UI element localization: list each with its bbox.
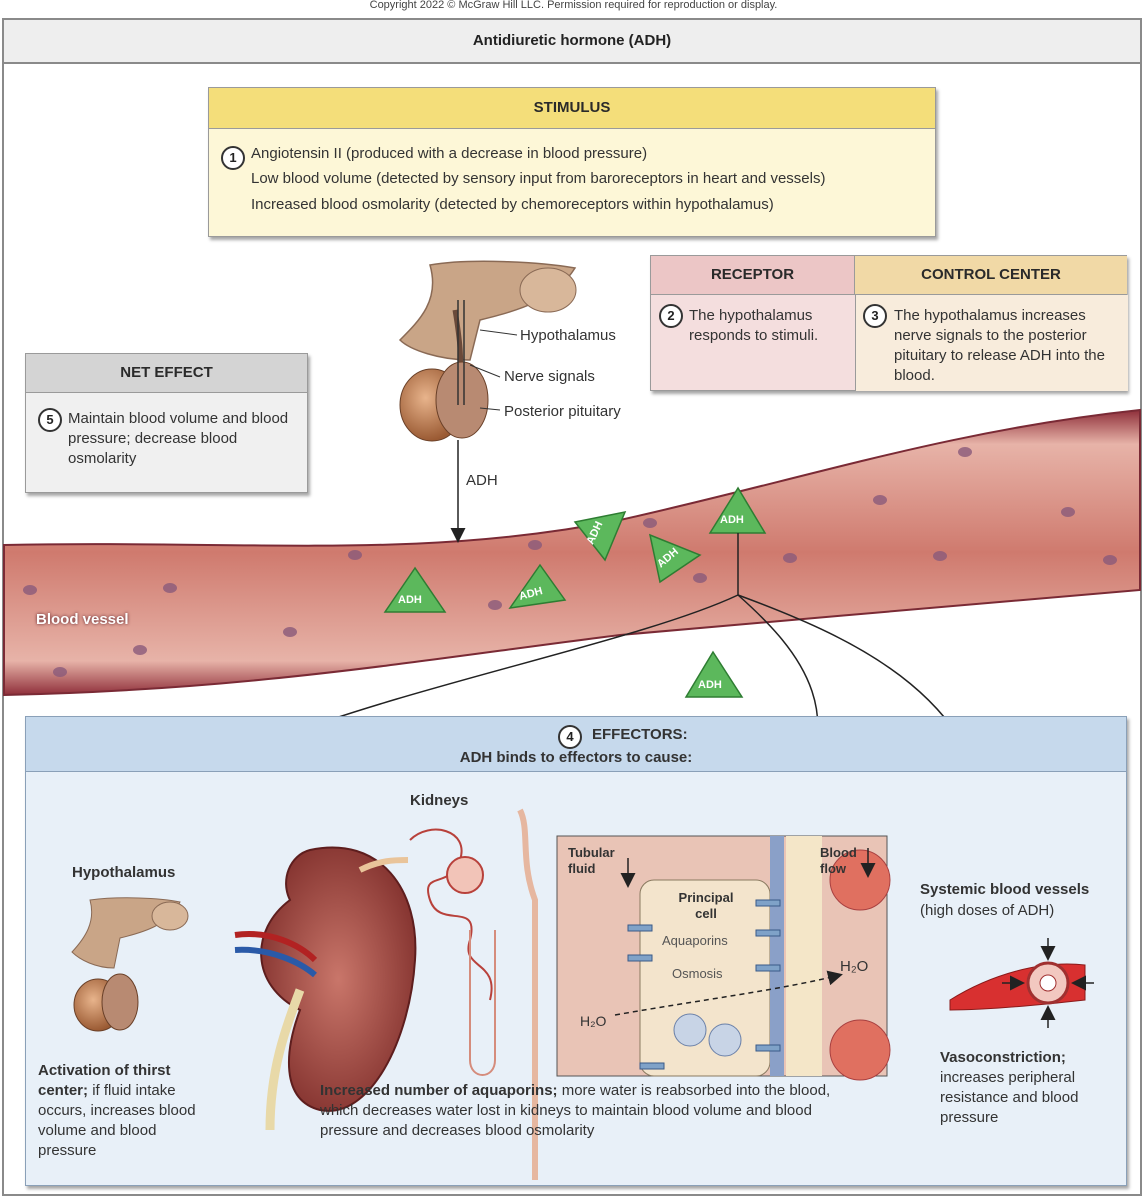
receptor-control-box: RECEPTOR CONTROL CENTER 2 The hypothalam… [650,255,1128,391]
effector-label-hypothalamus: Hypothalamus [72,864,176,881]
caption-thirst-text: if fluid intake occurs, increases blood … [38,1082,196,1159]
control-center-body [855,295,1128,391]
cell-label-blood-flow: Blood flow [820,845,857,876]
step-number-1: 1 [221,146,245,170]
label-adh: ADH [466,472,498,489]
stimulus-line-2: Low blood volume (detected by sensory in… [251,170,826,187]
adh-tag: ADH [720,514,744,526]
receptor-header: RECEPTOR [651,256,855,295]
copyright-notice: Copyright 2022 © McGraw Hill LLC. Permis… [369,0,778,11]
label-nerve-signals: Nerve signals [504,368,595,385]
label-blood-vessel: Blood vessel [36,611,129,628]
cell-label-tubular-fluid: Tubular fluid [568,845,615,876]
hypothalamus-pituitary-illustration [398,260,577,442]
net-effect-header: NET EFFECT [26,354,307,393]
effectors-subtitle: ADH binds to effectors to cause: [459,749,693,766]
stimulus-line-1: Angiotensin II (produced with a decrease… [251,145,648,162]
caption-aquaporins-bold: Increased number of aquaporins; [320,1082,558,1099]
adh-tag: ADH [698,679,722,691]
effectors-title: EFFECTORS: [592,726,688,743]
effector-label-systemic-vessels: Systemic blood vessels [920,881,1090,898]
figure-title: Antidiuretic hormone (ADH) [4,20,1140,64]
receptor-text: The hypothalamus responds to stimuli. [689,307,819,344]
caption-thirst: Activation of thirst center; if fluid in… [38,1061,198,1161]
caption-aquaporins-text: more water is reabsorbed into the blood,… [320,1082,831,1139]
cell-label-water-right: H₂O [840,958,869,975]
label-posterior-pituitary: Posterior pituitary [504,403,621,420]
step-number-2: 2 [659,304,683,328]
step-number-4: 4 [558,725,582,749]
stimulus-header: STIMULUS [209,88,935,129]
stimulus-box: STIMULUS 1 Angiotensin II (produced with… [208,87,936,237]
net-effect-box: NET EFFECT 5 Maintain blood volume and b… [25,353,308,493]
adh-tag: ADH [398,594,422,606]
control-center-text: The hypothalamus increases nerve signals… [894,307,1105,384]
stimulus-line-3: Increased blood osmolarity (detected by … [251,196,774,213]
net-effect-text: Maintain blood volume and blood pressure… [68,410,289,467]
caption-vasoconstriction-bold: Vasoconstriction; [940,1049,1066,1066]
caption-thirst-bold: Activation of thirst center; [38,1062,171,1099]
cell-label-principal-cell: Principal cell [678,890,734,921]
label-hypothalamus: Hypothalamus [520,327,616,344]
caption-vasoconstriction: Vasoconstriction; increases peripheral r… [940,1048,1120,1128]
step-number-5: 5 [38,408,62,432]
blood-vessel [3,408,1141,697]
adh-triangles [383,486,824,1033]
effector-label-kidneys: Kidneys [410,792,469,809]
caption-aquaporins: Increased number of aquaporins; more wat… [320,1081,870,1141]
control-center-header: CONTROL CENTER [855,256,1127,295]
step-number-3: 3 [863,304,887,328]
cell-label-aquaporins: Aquaporins [662,933,728,948]
cell-label-water-left: H₂O [580,1013,607,1029]
caption-vasoconstriction-text: increases peripheral resistance and bloo… [940,1069,1079,1126]
effector-label-high-doses: (high doses of ADH) [920,902,1055,919]
cell-label-osmosis: Osmosis [672,966,723,981]
